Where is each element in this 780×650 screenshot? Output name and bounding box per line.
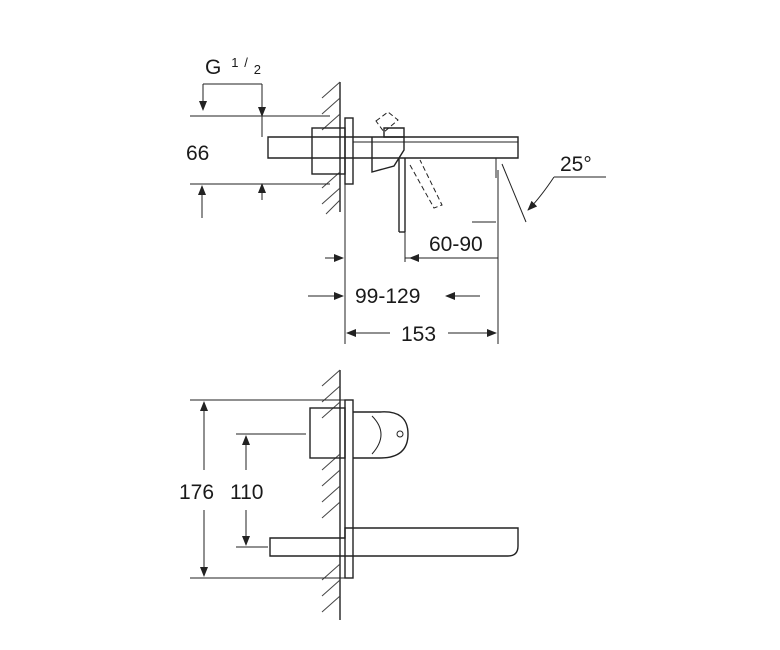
side-view [190, 81, 606, 344]
wall-top [321, 81, 341, 215]
dim-176: 176 [179, 481, 214, 504]
dim-99-129: 99-129 [355, 285, 420, 308]
connection-block [311, 127, 346, 175]
spout-top [267, 136, 519, 159]
lever-handle [383, 127, 405, 138]
spout-front [269, 527, 519, 557]
dim-110: 110 [230, 481, 263, 504]
indicator-dot [396, 430, 404, 438]
thread-letter: G [205, 56, 221, 79]
thread-denominator: 2 [254, 62, 261, 77]
front-view [190, 369, 519, 620]
thread-numerator: 1 [231, 55, 238, 70]
dim-66: 66 [186, 142, 209, 165]
lever-housing [371, 137, 405, 173]
cover-plate-front [344, 399, 354, 579]
dim-60-90: 60-90 [429, 233, 483, 256]
thread-slash: / [244, 55, 248, 70]
dim-25-degree: 25° [560, 153, 592, 176]
lever-knob-front [353, 411, 409, 459]
lever-body-front [309, 407, 346, 459]
cover-plate-top [344, 117, 354, 185]
thread-size-label: G 1 / 2 [205, 49, 261, 79]
lever-rotated-position [375, 111, 399, 133]
dim-153: 153 [401, 323, 436, 346]
